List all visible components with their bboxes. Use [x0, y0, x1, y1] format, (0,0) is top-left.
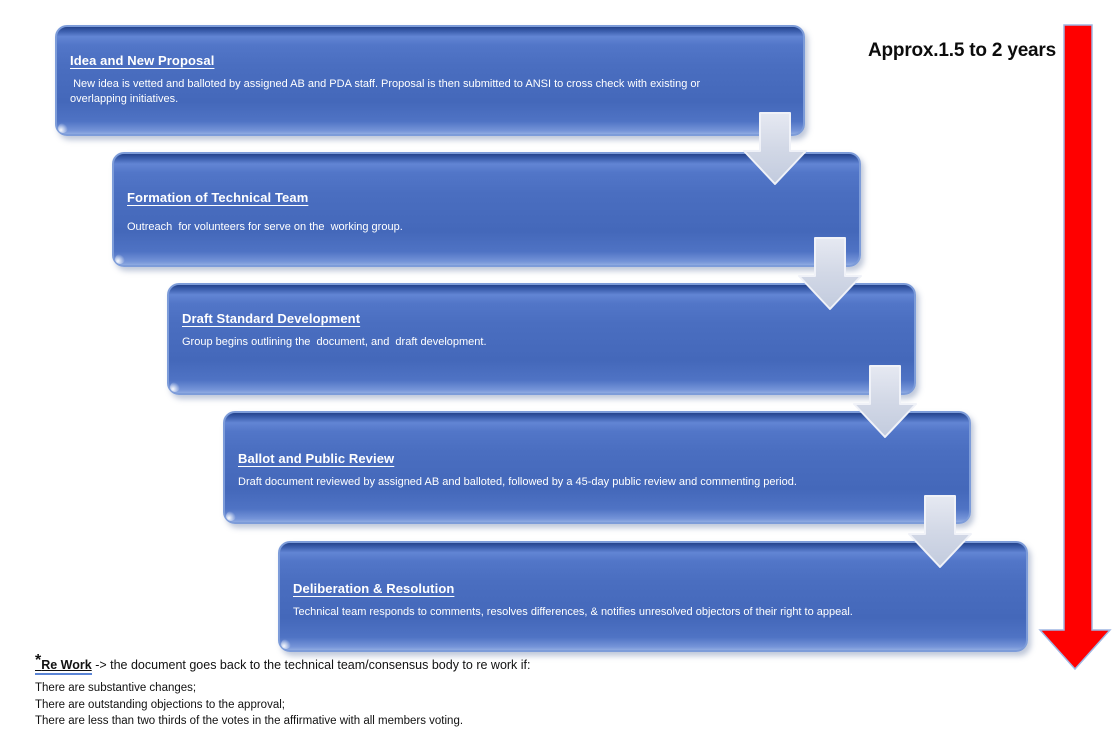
down-arrow-connector-1 [743, 112, 807, 185]
step-description: Group begins outlining the document, and… [182, 336, 487, 348]
step-description: Outreach for volunteers for serve on the… [127, 221, 403, 233]
step-description: New idea is vetted and balloted by assig… [70, 78, 704, 105]
step-title: Idea and New Proposal [70, 53, 215, 68]
footnote-term-text: Re Work [41, 658, 92, 672]
step-box-ballot-and-public-review: Ballot and Public Review Draft document … [223, 411, 971, 524]
step-box-draft-standard-development: Draft Standard Development Group begins … [167, 283, 916, 395]
step-title: Ballot and Public Review [238, 451, 395, 466]
footnote-lead-text: -> the document goes back to the technic… [91, 658, 531, 672]
step-title: Formation of Technical Team [127, 190, 309, 205]
step-description: Draft document reviewed by assigned AB a… [238, 476, 797, 488]
footnote-condition-2: There are outstanding objections to the … [35, 698, 285, 711]
timeline-duration-label: Approx.1.5 to 2 years [868, 40, 1056, 61]
step-title: Draft Standard Development [182, 311, 361, 326]
step-description: Technical team responds to comments, res… [293, 606, 853, 618]
step-box-idea-and-new-proposal: Idea and New Proposal New idea is vetted… [55, 25, 805, 136]
step-title: Deliberation & Resolution [293, 581, 455, 596]
step-box-formation-of-technical-team: Formation of Technical Team Outreach for… [112, 152, 861, 267]
down-arrow-connector-4 [908, 495, 972, 568]
timeline-red-arrow [1038, 24, 1112, 671]
footnote-line-rework: *Re Work -> the document goes back to th… [35, 652, 675, 675]
footnote-condition-1: There are substantive changes; [35, 682, 197, 694]
footnote-asterisk: * [35, 652, 42, 669]
down-arrow-connector-3 [853, 365, 917, 438]
footnote: *Re Work -> the document goes back to th… [35, 652, 675, 730]
footnote-term-rework: *Re Work [35, 652, 92, 675]
footnote-condition-3: There are less than two thirds of the vo… [35, 715, 464, 727]
step-box-deliberation-and-resolution: Deliberation & Resolution Technical team… [278, 541, 1028, 652]
down-arrow-connector-2 [798, 237, 862, 310]
